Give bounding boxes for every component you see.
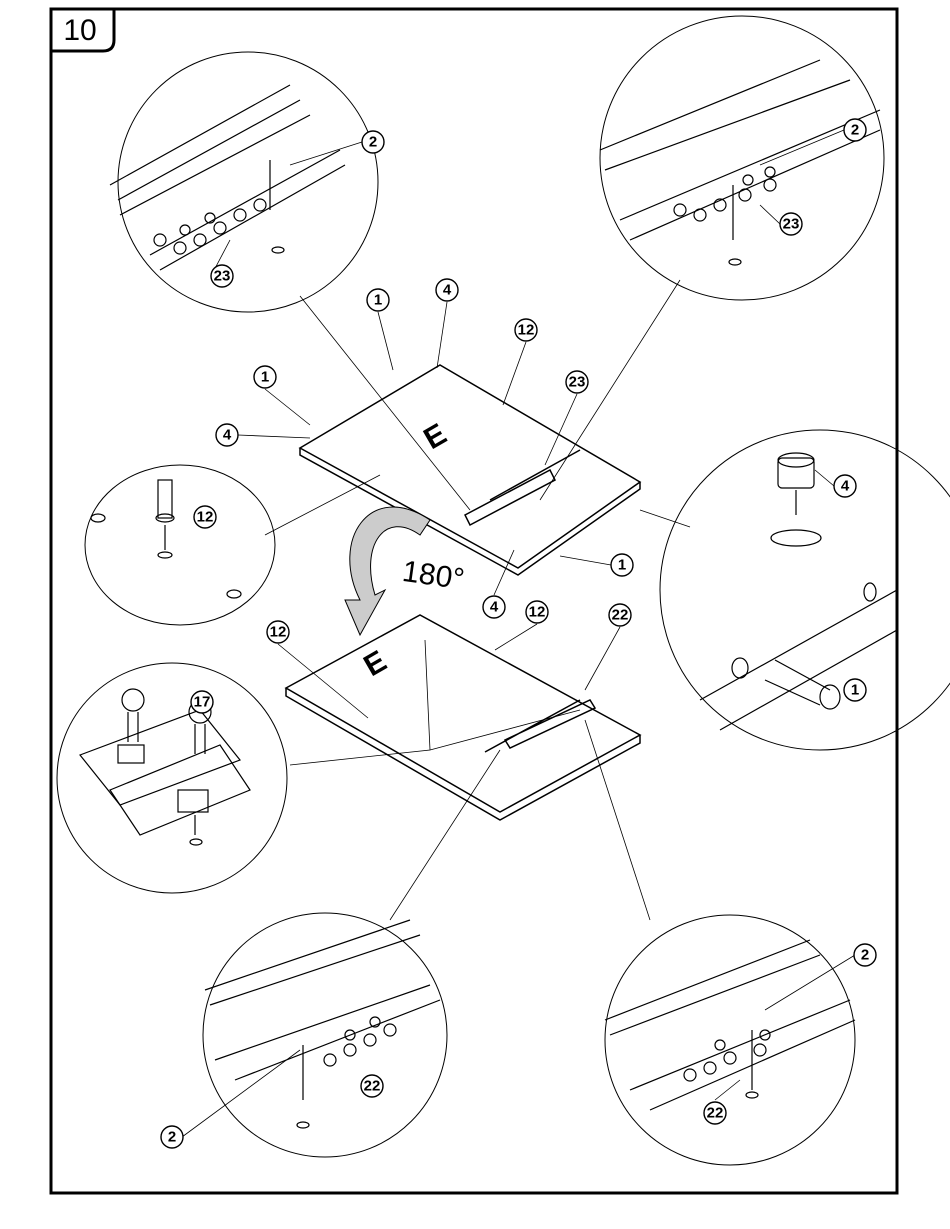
callout: 22 [704, 1102, 726, 1124]
panel-lower [286, 615, 640, 820]
svg-text:23: 23 [569, 374, 586, 391]
detail-circle-bottom-right [605, 915, 855, 1165]
callout: 1 [844, 679, 866, 701]
callout: 12 [526, 601, 548, 623]
svg-text:17: 17 [194, 694, 211, 711]
callout: 4 [834, 475, 856, 497]
svg-text:1: 1 [618, 557, 626, 574]
svg-text:4: 4 [841, 478, 850, 495]
svg-text:23: 23 [783, 216, 800, 233]
rail-detail-top-left [110, 85, 345, 270]
svg-text:22: 22 [707, 1105, 724, 1122]
svg-text:4: 4 [223, 427, 232, 444]
svg-text:2: 2 [861, 947, 869, 964]
dowel-detail [91, 480, 241, 598]
rail-lower [485, 700, 595, 752]
callout: 23 [566, 371, 588, 393]
svg-text:2: 2 [851, 122, 859, 139]
rail-detail-bottom-right [605, 940, 855, 1110]
callout: 4 [483, 596, 505, 618]
callout: 22 [609, 604, 631, 626]
rail-upper [465, 450, 580, 525]
svg-text:12: 12 [518, 322, 535, 339]
callout: 23 [211, 265, 233, 287]
callout: 2 [854, 944, 876, 966]
svg-text:4: 4 [490, 599, 499, 616]
detail-circle-hinge [57, 663, 287, 893]
svg-text:1: 1 [374, 292, 382, 309]
hinge-detail [80, 689, 250, 845]
svg-text:23: 23 [214, 268, 231, 285]
callout: 17 [191, 691, 213, 713]
callout: 22 [361, 1075, 383, 1097]
callout: 1 [254, 366, 276, 388]
rotation-label: 180° [400, 555, 466, 596]
callout: 1 [367, 289, 389, 311]
rail-detail-top-right [600, 60, 880, 265]
svg-text:1: 1 [261, 369, 269, 386]
callout: 12 [515, 319, 537, 341]
rail-detail-bottom-left [205, 920, 440, 1128]
panel-label-upper: E [418, 417, 452, 456]
panel-label-lower: E [358, 644, 392, 683]
detail-circle-top-right [600, 16, 884, 300]
callout: 2 [844, 119, 866, 141]
detail-circle-right [660, 430, 950, 750]
callout: 12 [194, 506, 216, 528]
callout: 2 [161, 1126, 183, 1148]
svg-text:4: 4 [443, 282, 452, 299]
callout: 12 [267, 621, 289, 643]
svg-text:2: 2 [369, 134, 377, 151]
detail-circle-dowel [85, 465, 275, 625]
svg-text:22: 22 [364, 1078, 381, 1095]
step-number: 10 [63, 14, 96, 47]
callout: 4 [216, 424, 238, 446]
svg-text:12: 12 [197, 509, 214, 526]
callouts: 2 23 2 23 1 4 12 23 1 4 12 4 1 4 12 22 1… [161, 119, 876, 1148]
callout: 1 [611, 554, 633, 576]
callout: 23 [780, 213, 802, 235]
detail-circle-top-left [118, 52, 378, 312]
cam-detail [700, 453, 897, 730]
svg-text:12: 12 [270, 624, 287, 641]
callout: 2 [362, 131, 384, 153]
svg-text:22: 22 [612, 607, 629, 624]
callout: 4 [436, 279, 458, 301]
page-frame [51, 9, 897, 1193]
svg-text:1: 1 [851, 682, 859, 699]
svg-text:2: 2 [168, 1129, 176, 1146]
svg-text:12: 12 [529, 604, 546, 621]
